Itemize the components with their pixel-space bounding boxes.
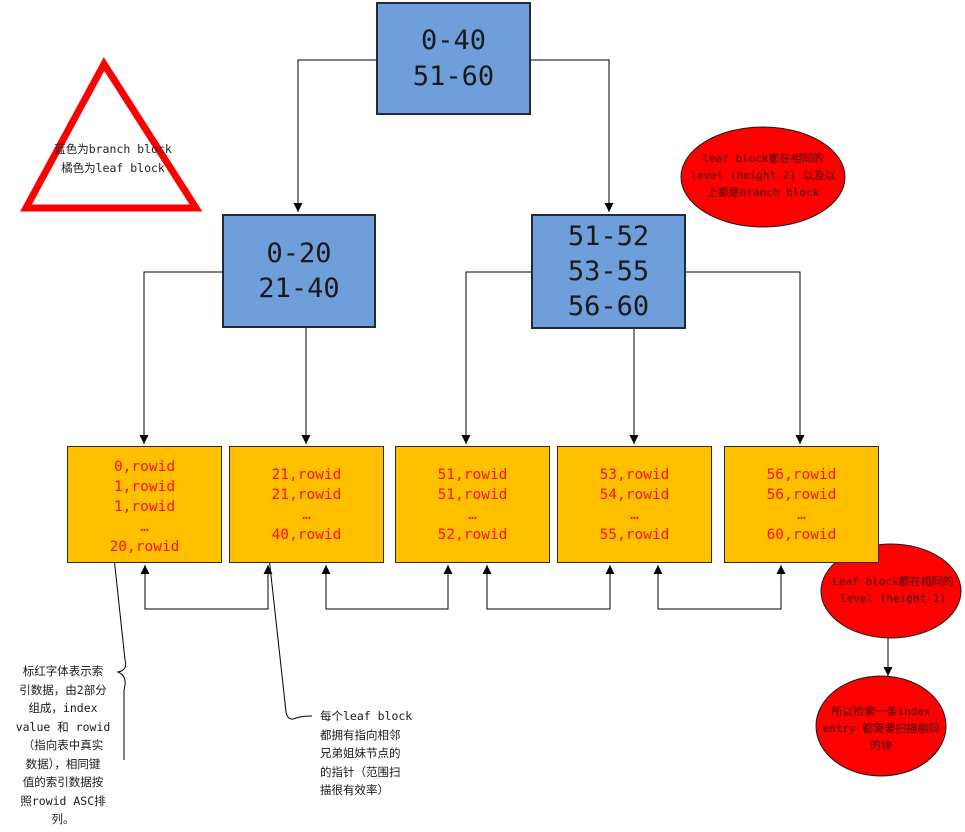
branch-block-left: 0-20 21-40 <box>222 214 376 328</box>
note-ellipse-top <box>680 126 846 228</box>
callout-line: 描很有效率） <box>320 783 389 797</box>
note-mid-line: Leaf block都在相同的 <box>832 575 954 588</box>
leaf-entry: 1,rowid <box>113 479 176 495</box>
leaf-block-2: 21,rowid 21,rowid … 40,rowid <box>229 446 384 563</box>
callout-line: 列。 <box>51 812 75 826</box>
callout-line: 每个leaf block <box>320 709 413 723</box>
callout-line: 值的索引数据按 <box>22 775 104 789</box>
note-top-text: leaf block都在相同的 level (height-2) 以及以 上都是… <box>678 150 848 201</box>
leaf-ellipsis: … <box>630 507 639 523</box>
leaf-entry: 51,rowid <box>437 467 508 483</box>
leaf-ellipsis: … <box>140 519 149 535</box>
leaf-entry: 56,rowid <box>766 487 837 503</box>
branch-right-range-3: 56-60 <box>567 291 650 323</box>
callout-line: 兄弟姐妹节点的 <box>320 746 401 760</box>
branch-left-range-1: 0-20 <box>266 237 332 269</box>
connector-root-left <box>293 59 376 212</box>
branch-right-range-2: 53-55 <box>567 255 650 287</box>
legend-branch-label: 蓝色为branch block <box>54 142 172 156</box>
leaf-entry: 40,rowid <box>271 527 342 543</box>
callout-line: （指向表中真实 <box>22 738 104 752</box>
note-bottom-line: 的块 <box>870 739 892 752</box>
connector-branch2-leaf3 <box>461 271 531 444</box>
callout-left-brace <box>112 547 127 760</box>
callout-middle-brace <box>267 547 313 720</box>
note-bottom-line: 所以检索一条index <box>831 705 931 718</box>
connector-branch1-leaf1 <box>139 271 222 444</box>
note-mid-line: level (height-1) <box>840 592 946 605</box>
note-top-line: leaf block都在相同的 <box>702 152 824 165</box>
branch-right-range-1: 51-52 <box>567 220 650 252</box>
sibling-link-1-2 <box>140 565 273 610</box>
legend-text: 蓝色为branch block 橘色为leaf block <box>38 140 188 178</box>
leaf-entry: 21,rowid <box>271 487 342 503</box>
legend-triangle-icon <box>20 57 203 212</box>
leaf-ellipsis: … <box>302 507 311 523</box>
leaf-entry: 53,rowid <box>599 467 670 483</box>
root-range-2: 51-60 <box>412 60 495 92</box>
branch-block-right: 51-52 53-55 56-60 <box>531 214 686 329</box>
root-branch-block: 0-40 51-60 <box>376 2 531 115</box>
callout-line: 标红字体表示索 <box>22 664 104 678</box>
callout-line: value 和 rowid <box>15 719 111 734</box>
callout-line: 照rowid ASC排 <box>20 793 106 808</box>
callout-left-text: 标红字体表示索 引数据，由2部分 组成，index value 和 rowid … <box>4 662 122 829</box>
leaf-ellipsis: … <box>468 507 477 523</box>
leaf-entry: 21,rowid <box>271 467 342 483</box>
callout-line: 都拥有指向相邻 <box>320 727 401 742</box>
leaf-entry: 54,rowid <box>599 487 670 503</box>
note-ellipse-bottom <box>815 675 947 777</box>
leaf-block-5: 56,rowid 56,rowid … 60,rowid <box>724 446 879 563</box>
note-mid-text: Leaf block都在相同的 level (height-1) <box>820 573 965 607</box>
leaf-entry: 51,rowid <box>437 487 508 503</box>
leaf-entry: 20,rowid <box>109 539 180 555</box>
note-ellipse-mid <box>820 543 962 639</box>
note-bottom-text: 所以检索一条index entry 都需要扫描相同 的块 <box>816 703 946 754</box>
leaf-block-4: 53,rowid 54,rowid … 55,rowid <box>557 446 712 563</box>
root-range-1: 0-40 <box>420 25 487 57</box>
leaf-block-1: 0,rowid 1,rowid 1,rowid … 20,rowid <box>67 446 222 563</box>
leaf-entry: 52,rowid <box>437 527 508 543</box>
leaf-entry: 55,rowid <box>599 527 670 543</box>
sibling-link-3-4 <box>482 565 615 610</box>
leaf-entry: 60,rowid <box>766 527 837 543</box>
callout-line: 的指针（范围扫 <box>320 764 401 779</box>
callout-line: 引数据，由2部分 <box>19 682 107 697</box>
connector-root-right <box>531 59 614 212</box>
leaf-block-3: 51,rowid 51,rowid … 52,rowid <box>395 446 550 563</box>
note-bottom-line: entry 都需要扫描相同 <box>822 722 940 735</box>
branch-left-range-2: 21-40 <box>258 273 340 304</box>
connector-branch2-leaf5 <box>686 271 805 444</box>
callout-line: 组成，index <box>28 701 98 715</box>
leaf-entry: 1,rowid <box>113 499 176 515</box>
leaf-ellipsis: … <box>797 507 806 523</box>
sibling-link-4-5 <box>653 565 786 610</box>
note-top-line: 上都是branch block <box>706 186 820 199</box>
sibling-link-2-3 <box>321 565 453 610</box>
leaf-entry: 56,rowid <box>766 467 837 483</box>
note-top-line: level (height-2) 以及以 <box>690 169 836 182</box>
callout-middle-text: 每个leaf block 都拥有指向相邻 兄弟姐妹节点的 的指针（范围扫 描很有… <box>320 707 432 800</box>
leaf-entry: 0,rowid <box>113 459 176 475</box>
legend-leaf-label: 橘色为leaf block <box>61 161 165 175</box>
callout-line: 数据），相同键 <box>25 756 101 771</box>
